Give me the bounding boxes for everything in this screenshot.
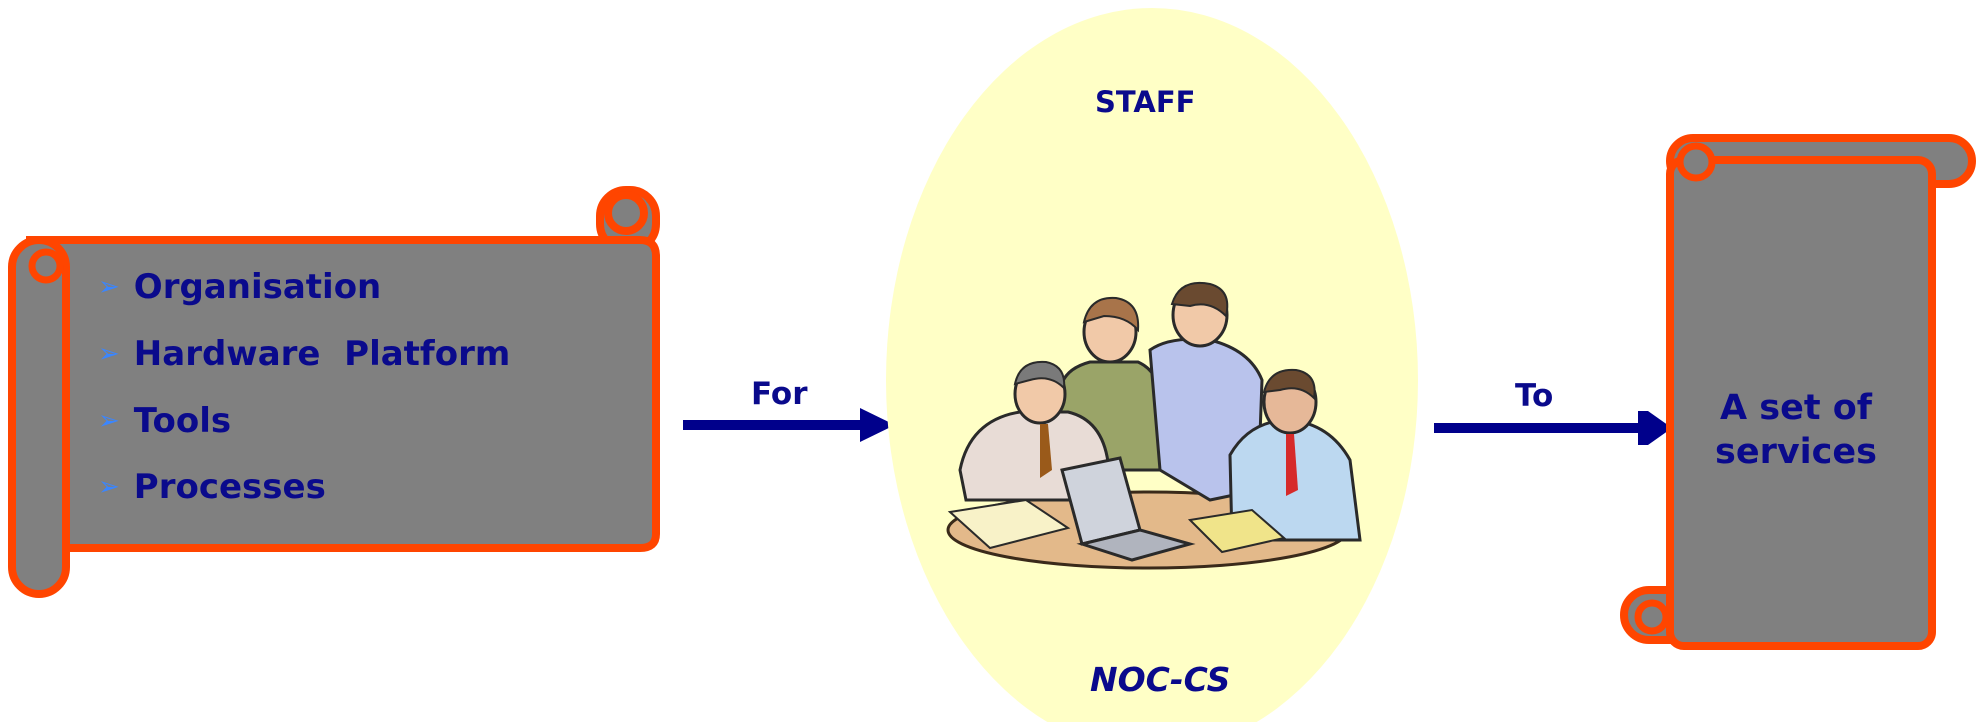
arrowhead-bullet-icon: ➢: [98, 406, 120, 436]
services-line-2: services: [1715, 432, 1877, 472]
noc-cs-label: NOC-CS: [1090, 660, 1231, 699]
services-text: A set of services: [1666, 386, 1926, 474]
list-item: ➢ Organisation: [98, 267, 381, 307]
to-arrow: [1434, 411, 1672, 445]
team-meeting-illustration: [946, 282, 1362, 570]
left-scroll: [8, 186, 660, 598]
list-item-label: Tools: [133, 401, 232, 441]
arrowhead-bullet-icon: ➢: [98, 272, 120, 302]
services-line-1: A set of: [1719, 388, 1873, 428]
list-item-label: Processes: [133, 467, 326, 507]
to-label: To: [1515, 378, 1554, 414]
for-arrow: [683, 408, 895, 442]
list-item: ➢ Hardware Platform: [98, 334, 510, 374]
list-item-label: Organisation: [133, 267, 382, 307]
for-label: For: [751, 376, 808, 412]
right-scroll: [1620, 134, 1976, 650]
arrowhead-bullet-icon: ➢: [98, 339, 120, 369]
list-item-label: Hardware Platform: [133, 334, 511, 374]
list-item: ➢ Processes: [98, 467, 326, 507]
staff-label: STAFF: [1095, 85, 1196, 119]
list-item: ➢ Tools: [98, 401, 231, 441]
arrowhead-bullet-icon: ➢: [98, 472, 120, 502]
